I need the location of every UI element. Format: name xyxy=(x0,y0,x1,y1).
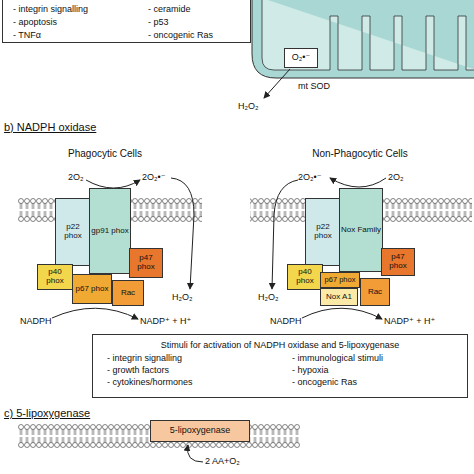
protein-box: p67 phox xyxy=(320,272,360,288)
list-item: - p53 xyxy=(148,16,248,29)
box-label: p40 phox xyxy=(39,268,71,286)
reaction-arrow xyxy=(264,69,290,98)
protein-box: p40 phox xyxy=(37,264,73,290)
box-label: p22 phox xyxy=(307,223,339,241)
panel-heading: Non-Phagocytic Cells xyxy=(280,148,440,160)
box-label: Nox A1 xyxy=(326,293,352,302)
molecule-label: 2O₂•⁻ xyxy=(298,172,321,183)
panel-heading: Phagocytic Cells xyxy=(30,148,180,160)
list-item: - oncogenic Ras xyxy=(292,376,462,388)
protein-box: p40 phox xyxy=(287,264,323,290)
protein-box: Rac xyxy=(112,280,144,306)
box-label: p67 phox xyxy=(325,276,356,284)
item-grid: - integrin signalling- immunological sti… xyxy=(107,352,467,388)
box-label: gp91 phox xyxy=(91,227,128,236)
box-label: Nox Family xyxy=(341,226,381,235)
box-label: p47 phox xyxy=(383,253,413,271)
molecule-label: H₂O₂ xyxy=(258,292,279,303)
box-label: p67 phox xyxy=(76,285,109,294)
list-item: - immunological stimuli xyxy=(292,352,462,364)
list-item: - integrin signalling xyxy=(107,352,292,364)
box-label: p40 phox xyxy=(289,268,321,286)
protein-box: p22 phox xyxy=(305,198,341,266)
stimuli-box: - integrin signalling- ceramide- apoptos… xyxy=(2,0,251,43)
reaction-arrow xyxy=(330,178,386,187)
molecule-label: 2O₂ xyxy=(388,172,404,183)
list-item: - ceramide xyxy=(148,3,248,16)
list-item: - integrin signalling xyxy=(13,3,148,16)
protein-box: Nox A1 xyxy=(320,288,358,306)
molecule-label: NADPH xyxy=(20,316,52,327)
section-heading: b) NADPH oxidase xyxy=(4,121,96,134)
molecule-label: NADP⁺ + H⁺ xyxy=(384,316,435,327)
box-label: Rac xyxy=(368,288,382,297)
molecule-label: 2O₂ xyxy=(68,172,84,183)
molecule-label: H₂O₂ xyxy=(238,101,259,112)
mitochondrion xyxy=(252,0,474,78)
list-item: - cytokines/hormones xyxy=(107,376,292,388)
item-grid: - integrin signalling- ceramide- apoptos… xyxy=(13,3,250,42)
protein-box: Nox Family xyxy=(339,188,383,272)
enzyme-box: 5-lipoxygenase xyxy=(150,420,250,442)
molecule-label: 2O₂•⁻ xyxy=(142,172,165,183)
molecule-label: H₂O₂ xyxy=(172,292,193,303)
superoxide-box: O₂•⁻ xyxy=(284,48,318,68)
protein-box: p22 phox xyxy=(55,198,91,266)
box-heading: Stimuli for activation of NADPH oxidase … xyxy=(93,338,467,352)
stimuli-box: Stimuli for activation of NADPH oxidase … xyxy=(92,334,468,398)
list-item: - hypoxia xyxy=(292,364,462,376)
section-heading: c) 5-lipoxygenase xyxy=(4,407,90,420)
list-item: - apoptosis xyxy=(13,16,148,29)
list-item: - oncogenic Ras xyxy=(148,29,248,42)
protein-box: gp91 phox xyxy=(89,188,131,274)
molecule-label: NADP⁺ + H⁺ xyxy=(140,316,191,327)
mitochondrion-cristae xyxy=(262,0,474,70)
protein-box: p47 phox xyxy=(381,248,415,276)
reaction-arrow xyxy=(171,178,194,289)
reaction-arrow xyxy=(302,308,382,319)
molecule-label: NADPH xyxy=(270,316,302,327)
protein-box: Rac xyxy=(360,278,390,306)
reaction-arrow xyxy=(86,180,140,188)
box-label: p22 phox xyxy=(57,223,89,241)
reaction-arrow xyxy=(188,445,203,462)
list-item: - growth factors xyxy=(107,364,292,376)
protein-box: p67 phox xyxy=(72,274,112,304)
reaction-arrow xyxy=(52,308,138,319)
box-label: Rac xyxy=(121,289,135,298)
box-label: 5-lipoxygenase xyxy=(170,426,231,436)
box-label: p47 phox xyxy=(131,254,161,272)
protein-box: p47 phox xyxy=(129,248,163,278)
enzyme-label: mt SOD xyxy=(298,81,330,92)
molecule-label: 2 AA+O₂ xyxy=(205,456,240,467)
list-item: - TNFα xyxy=(13,29,148,42)
box-label: O₂•⁻ xyxy=(292,53,310,63)
